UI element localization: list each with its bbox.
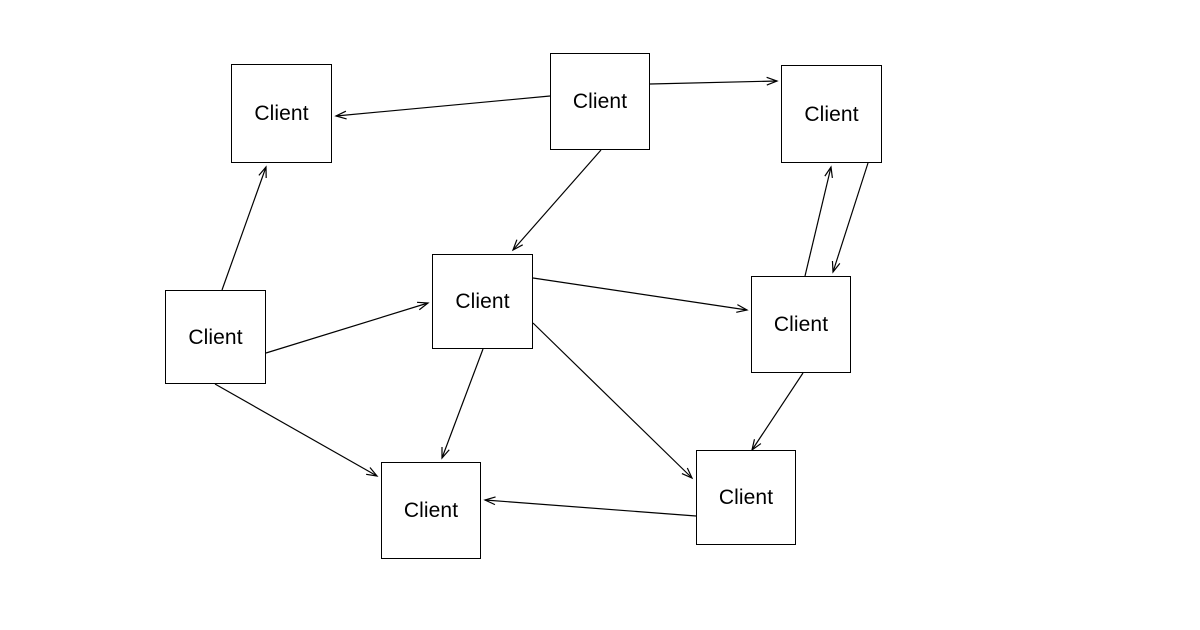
- client-node-top-right[interactable]: Client: [781, 65, 882, 163]
- edge-arrowhead: [483, 496, 496, 506]
- client-node-center[interactable]: Client: [432, 254, 533, 349]
- client-node-label: Client: [188, 325, 243, 349]
- edge-line: [532, 322, 693, 479]
- edge-arrowhead: [766, 76, 779, 86]
- edge-arrowhead: [258, 165, 267, 179]
- client-node-top-center[interactable]: Client: [550, 53, 650, 150]
- client-node-top-left[interactable]: Client: [231, 64, 332, 163]
- client-node-left-middle[interactable]: Client: [165, 290, 266, 384]
- client-node-label: Client: [718, 486, 774, 509]
- client-node-label: Client: [572, 90, 628, 113]
- edge-line: [335, 95, 551, 117]
- edge-arrowhead: [334, 110, 347, 120]
- edge-right-middle-to-top-right: [804, 165, 833, 277]
- client-node-label: Client: [403, 499, 459, 522]
- edge-center-to-right-middle: [532, 277, 749, 313]
- edge-left-middle-to-center: [265, 301, 430, 354]
- edge-bottom-right-to-bottom-left: [483, 496, 697, 517]
- client-node-bottom-left[interactable]: Client: [381, 462, 481, 559]
- client-node-bottom-right[interactable]: Client: [696, 450, 796, 545]
- edge-left-middle-to-top-left: [221, 165, 267, 291]
- edge-left-middle-to-bottom-left: [214, 383, 379, 477]
- edge-top-right-to-right-middle: [831, 162, 869, 274]
- edge-arrowhead: [681, 467, 694, 480]
- client-node-label: Client: [455, 290, 510, 313]
- edge-line: [265, 302, 429, 354]
- edge-line: [532, 277, 748, 311]
- edge-arrowhead: [441, 446, 450, 460]
- client-node-label: Client: [254, 102, 309, 125]
- edge-line: [804, 166, 832, 277]
- edge-top-center-to-top-right: [649, 76, 779, 86]
- edge-line: [832, 162, 869, 273]
- edge-right-middle-to-bottom-right: [751, 372, 804, 452]
- edge-line: [214, 383, 378, 477]
- edge-line: [441, 348, 484, 459]
- edge-arrowhead: [511, 239, 523, 252]
- edge-top-center-to-center: [511, 149, 602, 252]
- edge-line: [649, 80, 778, 85]
- edge-arrowhead: [824, 165, 833, 178]
- edge-center-to-bottom-right: [532, 322, 694, 480]
- edge-arrowhead: [416, 301, 430, 311]
- client-node-right-middle[interactable]: Client: [751, 276, 851, 373]
- edge-arrowhead: [751, 439, 762, 452]
- edge-center-to-bottom-left: [441, 348, 484, 460]
- edge-line: [221, 166, 267, 291]
- client-node-label: Client: [773, 313, 829, 336]
- edge-arrowhead: [736, 304, 749, 313]
- edge-top-center-to-top-left: [334, 95, 551, 120]
- edge-line: [751, 372, 804, 451]
- edge-arrowhead: [831, 260, 841, 274]
- edge-line: [484, 499, 697, 517]
- client-node-label: Client: [804, 102, 859, 126]
- edge-arrowhead: [366, 467, 379, 477]
- edge-line: [512, 149, 602, 251]
